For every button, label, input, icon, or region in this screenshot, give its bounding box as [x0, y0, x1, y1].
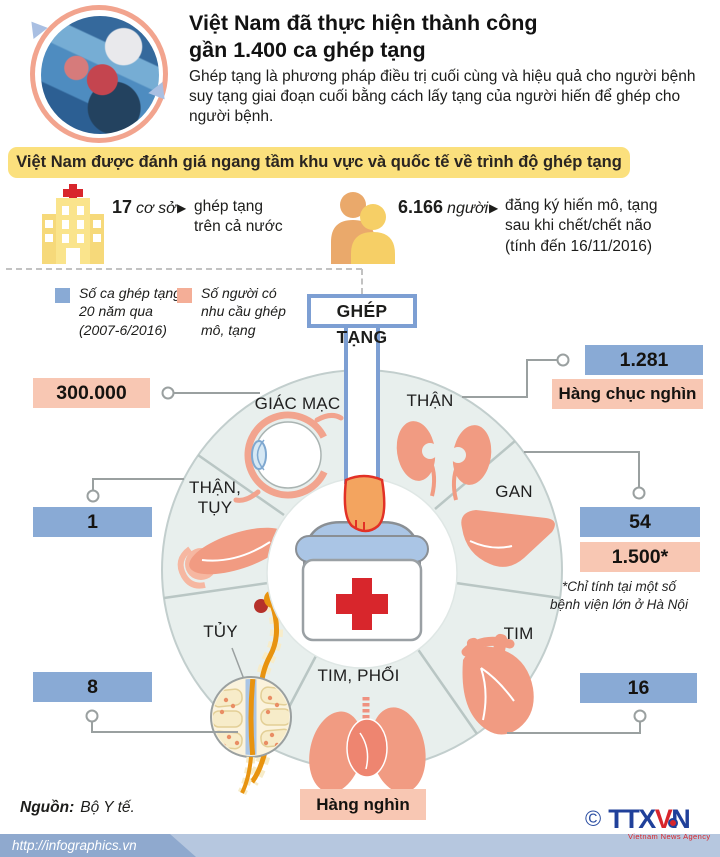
demand-box-giac-mac: 300.000	[33, 378, 150, 408]
title-line2: gần 1.400 ca ghép tạng	[189, 37, 426, 62]
globe-icon	[668, 818, 678, 828]
label-tuy: TỦY	[203, 622, 238, 641]
transplant-box-than: 1.281	[585, 345, 703, 375]
kidneys-icon	[396, 421, 492, 501]
surgery-photo-ring	[30, 5, 168, 143]
cornea-eye-icon	[233, 411, 344, 503]
transplant-box-than-tuy: 1	[33, 507, 152, 537]
donors-desc: đăng ký hiến mô, tạng sau khi chết/chết …	[505, 197, 658, 255]
donors-value: 6.166	[398, 197, 444, 217]
label-tim: TIM	[503, 624, 534, 643]
heart-icon	[461, 633, 534, 735]
demand-box-gan: 1.500*	[580, 542, 700, 572]
logo-subtitle: Vietnam News Agency	[628, 832, 711, 841]
facilities-unit: cơ sở	[136, 200, 176, 217]
callout-connectors	[91, 359, 641, 734]
liver-icon	[461, 510, 555, 567]
donors-unit: người	[447, 200, 489, 217]
headline-banner: Việt Nam được đánh giá ngang tầm khu vực…	[8, 147, 630, 178]
dashed-line	[361, 269, 363, 294]
connector-rings	[85, 353, 647, 723]
source-line: Nguồn: Bộ Y tế.	[20, 799, 135, 817]
label-than: THẬN	[406, 391, 454, 410]
logo-text-ttx: TTX	[608, 804, 656, 834]
label-than-tuy: THẬN, TỤY	[189, 478, 241, 518]
dashed-line	[6, 268, 362, 270]
label-tim-phoi: TIM, PHỔI	[317, 666, 400, 685]
gan-footnote: *Chỉ tính tại một số bệnh viện lớn ở Hà …	[550, 579, 688, 612]
demand-box-tim-phoi: Hàng nghìn	[300, 789, 426, 820]
source-value: Bộ Y tế.	[80, 799, 135, 816]
label-gan: GAN	[495, 482, 533, 501]
intro-text: Ghép tạng là phương pháp điều trị cuối c…	[189, 68, 696, 126]
facilities-desc: ghép tạng trên cả nước	[194, 198, 283, 236]
transplant-box-tim: 16	[580, 673, 697, 703]
arrow-right-icon: ▶	[177, 201, 187, 215]
page-title: Việt Nam đã thực hiện thành công gần 1.4…	[189, 10, 709, 64]
transplant-box-gan: 54	[580, 507, 700, 537]
legend-transplants: Số ca ghép tạng 20 năm qua (2007-6/2016)	[79, 285, 181, 338]
donors-people-icon	[331, 192, 395, 264]
arm-and-hand-icon	[343, 326, 386, 533]
transplant-box-tuy: 8	[33, 672, 152, 702]
demand-box-than: Hàng chục nghìn	[552, 379, 703, 409]
legend-chip-transplants	[55, 288, 70, 303]
title-line1: Việt Nam đã thực hiện thành công	[189, 11, 538, 35]
copyright-icon: ©	[585, 806, 602, 831]
facilities-value: 17	[112, 197, 133, 217]
legend-chip-demand	[177, 288, 192, 303]
surgery-photo	[41, 16, 159, 134]
hospital-icon	[42, 184, 104, 264]
label-giac-mac: GIÁC MẠC	[254, 394, 341, 413]
arrow-right-icon: ▶	[489, 201, 499, 215]
heart-lungs-icon	[309, 697, 426, 793]
legend-demand: Số người có nhu cầu ghép mô, tạng	[201, 285, 286, 338]
footer-url: http://infographics.vn	[12, 838, 137, 853]
footer-url-tab	[0, 834, 196, 857]
pancreas-icon	[177, 527, 287, 589]
source-label: Nguồn:	[20, 799, 75, 816]
ghep-tang-sign: GHÉP TẠNG	[307, 294, 417, 347]
